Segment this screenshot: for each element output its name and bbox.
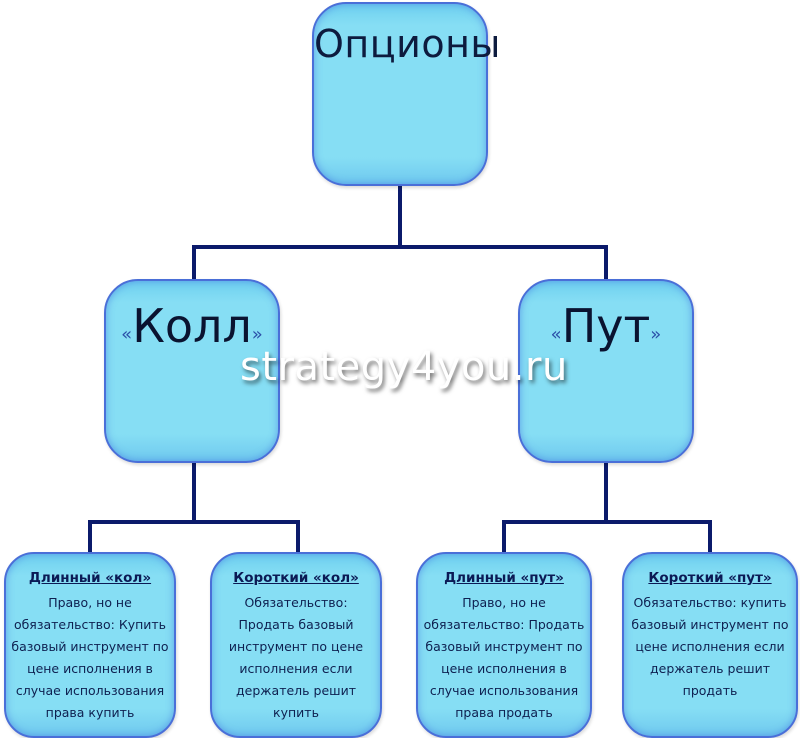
connector-to-short-call (296, 520, 300, 554)
quote-close: » (251, 324, 263, 345)
leaf-node-long-call: Длинный «кол» Право, но не обязательство… (4, 552, 176, 738)
branch-node-put-label: «Пут» (520, 299, 692, 353)
leaf-line: держатель решит (650, 661, 770, 676)
leaf-description: Обязательство: Продать базовый инструмен… (212, 592, 380, 724)
connector-to-short-put (708, 520, 712, 554)
leaf-line: Право, но не (462, 595, 546, 610)
leaf-title: Длинный «пут» (444, 570, 564, 586)
watermark: strategy4you.ru (240, 344, 568, 390)
leaf-line: цене исполнения в (441, 661, 567, 676)
quote-open: « (121, 324, 133, 345)
connector-put-down (604, 460, 608, 522)
connector-call-horizontal (88, 520, 300, 524)
leaf-node-short-put: Короткий «пут» Обязательство: купить баз… (622, 552, 798, 738)
connector-put-horizontal (502, 520, 712, 524)
call-label-text: Колл (132, 299, 252, 353)
connector-root-horizontal (192, 245, 608, 249)
leaf-description: Право, но не обязательство: Купить базов… (6, 592, 174, 724)
leaf-description: Право, но не обязательство: Продать базо… (418, 592, 590, 724)
leaf-line: цене исполнения если (635, 639, 785, 654)
leaf-title: Короткий «кол» (233, 570, 359, 586)
leaf-node-long-put: Длинный «пут» Право, но не обязательство… (416, 552, 592, 738)
leaf-line: Обязательство: (244, 595, 348, 610)
leaf-line: исполнения если (239, 661, 353, 676)
connector-to-long-call (88, 520, 92, 554)
leaf-line: инструмент по цене (228, 639, 364, 654)
leaf-line: обязательство: Продать (423, 617, 585, 632)
connector-to-long-put (502, 520, 506, 554)
leaf-description: Обязательство: купить базовый инструмент… (624, 592, 796, 702)
connector-to-call (192, 245, 196, 281)
leaf-line: базовый инструмент по (11, 639, 169, 654)
connector-call-down (192, 460, 196, 522)
leaf-line: продать (682, 683, 738, 698)
leaf-line: случае использования (15, 683, 165, 698)
leaf-line: Обязательство: купить (633, 595, 787, 610)
leaf-line: держатель решит (236, 683, 356, 698)
leaf-line: базовый инструмент по (631, 617, 789, 632)
root-node-options: Опционы (312, 2, 501, 186)
connector-root-down (398, 185, 402, 249)
leaf-line: обязательство: Купить (13, 617, 167, 632)
leaf-line: базовый инструмент по (425, 639, 583, 654)
leaf-title: Длинный «кол» (28, 570, 152, 586)
branch-node-call: «Колл» (104, 279, 280, 463)
leaf-line: права продать (455, 705, 553, 720)
branch-node-call-label: «Колл» (106, 299, 278, 353)
quote-close: » (650, 324, 662, 345)
leaf-line: случае использования (429, 683, 579, 698)
leaf-node-short-call: Короткий «кол» Обязательство: Продать ба… (210, 552, 382, 738)
quote-open: « (550, 324, 562, 345)
leaf-line: купить (273, 705, 319, 720)
root-node-label: Опционы (314, 22, 501, 66)
leaf-line: Право, но не (48, 595, 132, 610)
branch-node-put: «Пут» (518, 279, 694, 463)
leaf-line: Продать базовый (238, 617, 354, 632)
leaf-line: права купить (45, 705, 135, 720)
put-label-text: Пут (561, 299, 651, 353)
leaf-line: цене исполнения в (27, 661, 153, 676)
connector-to-put (604, 245, 608, 281)
leaf-title: Короткий «пут» (648, 570, 772, 586)
